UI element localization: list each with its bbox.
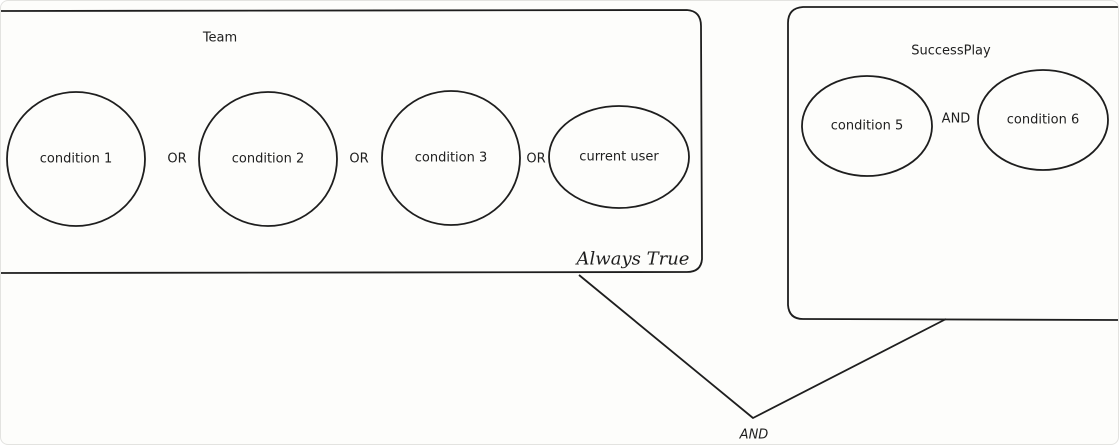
team-title: Team xyxy=(202,30,238,46)
current-user-circle xyxy=(548,105,690,209)
successplay-group-box xyxy=(787,6,1118,321)
condition-1-circle xyxy=(6,91,146,227)
current-user-label: current user xyxy=(579,149,659,165)
condition-5-circle xyxy=(801,75,933,177)
and-join-label: AND xyxy=(739,427,769,443)
condition-5-label: condition 5 xyxy=(830,118,904,134)
condition-1-label: condition 1 xyxy=(39,151,113,167)
condition-6-circle xyxy=(977,69,1109,171)
or-operator-2: OR xyxy=(349,151,369,167)
successplay-title: SuccessPlay xyxy=(911,43,991,59)
condition-2-label: condition 2 xyxy=(231,151,305,167)
or-operator-1: OR xyxy=(167,151,187,167)
and-join-connector xyxy=(578,274,947,419)
and-operator: AND xyxy=(941,111,971,127)
condition-3-label: condition 3 xyxy=(414,150,488,166)
condition-3-circle xyxy=(381,90,521,226)
or-operator-3: OR xyxy=(526,151,546,167)
always-true-note: Always True xyxy=(576,248,690,270)
condition-6-label: condition 6 xyxy=(1006,112,1080,128)
condition-2-circle xyxy=(198,91,338,227)
team-group-box xyxy=(1,9,703,274)
